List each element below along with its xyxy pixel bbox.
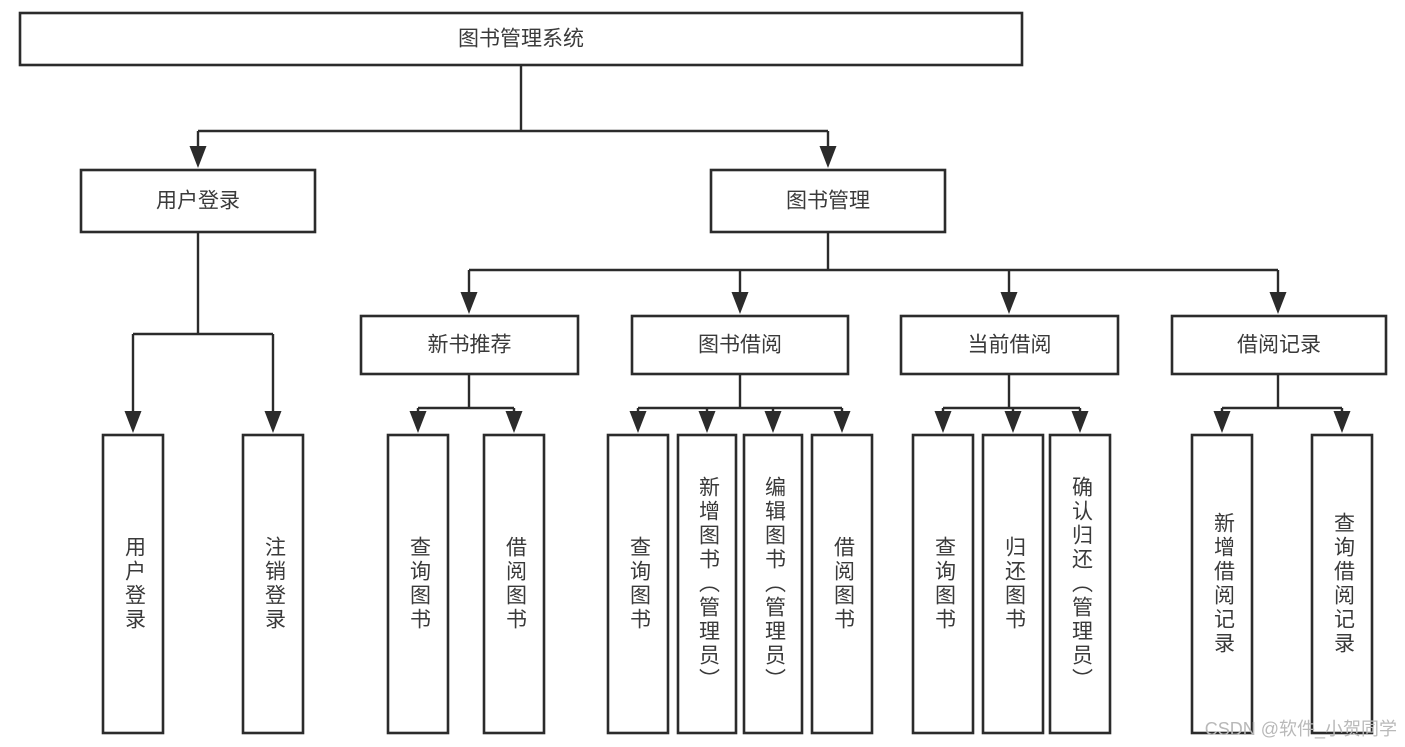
node-book-borrow[interactable]: 图书借阅 bbox=[630, 314, 850, 376]
arrow-head-icon bbox=[1333, 411, 1351, 433]
arrow-head-icon bbox=[264, 411, 282, 433]
node-label-book-borrow: 图书借阅 bbox=[698, 334, 782, 357]
node-label-root: 图书管理系统 bbox=[458, 28, 584, 51]
node-box-book-management[interactable] bbox=[709, 168, 947, 234]
node-box-new-book-recommend[interactable] bbox=[359, 314, 580, 376]
node-borrow-record[interactable]: 借阅记录 bbox=[1170, 314, 1388, 376]
arrow-head-icon bbox=[764, 411, 782, 433]
node-label-new-book-recommend: 新书推荐 bbox=[428, 334, 512, 357]
arrow-head-icon bbox=[1004, 411, 1022, 433]
arrow-head-icon bbox=[833, 411, 851, 433]
node-label-borrow-record: 借阅记录 bbox=[1237, 334, 1321, 357]
node-box-leaf-edit-book-admin[interactable] bbox=[742, 433, 804, 735]
arrow-head-icon bbox=[1213, 411, 1231, 433]
node-box-leaf-query-book-current[interactable] bbox=[911, 433, 975, 735]
node-box-leaf-return-book[interactable] bbox=[981, 433, 1045, 735]
node-label-current-borrow: 当前借阅 bbox=[968, 334, 1052, 357]
arrow-head-icon bbox=[698, 411, 716, 433]
node-box-leaf-user-login[interactable] bbox=[101, 433, 165, 735]
arrow-head-icon bbox=[189, 146, 207, 168]
arrow-head-icon bbox=[934, 411, 952, 433]
node-box-leaf-query-book-borrow[interactable] bbox=[606, 433, 670, 735]
connector-layer bbox=[124, 65, 1351, 433]
arrow-head-icon bbox=[409, 411, 427, 433]
arrow-head-icon bbox=[460, 292, 478, 314]
node-box-leaf-confirm-return-admin[interactable] bbox=[1048, 433, 1112, 735]
arrow-head-icon bbox=[505, 411, 523, 433]
node-box-leaf-query-book-recommend[interactable] bbox=[386, 433, 450, 735]
arrow-head-icon bbox=[1000, 292, 1018, 314]
node-box-book-borrow[interactable] bbox=[630, 314, 850, 376]
node-root[interactable]: 图书管理系统 bbox=[18, 11, 1024, 67]
arrow-head-icon bbox=[124, 411, 142, 433]
node-label-user-login: 用户登录 bbox=[156, 190, 240, 213]
node-box-leaf-query-borrow-record[interactable] bbox=[1310, 433, 1374, 735]
node-box-borrow-record[interactable] bbox=[1170, 314, 1388, 376]
node-current-borrow[interactable]: 当前借阅 bbox=[899, 314, 1120, 376]
node-user-login[interactable]: 用户登录 bbox=[79, 168, 317, 234]
node-box-leaf-add-book-admin[interactable] bbox=[676, 433, 738, 735]
arrow-head-icon bbox=[819, 146, 837, 168]
node-label-book-management: 图书管理 bbox=[786, 190, 870, 213]
node-box-leaf-logout-login[interactable] bbox=[241, 433, 305, 735]
node-new-book-recommend[interactable]: 新书推荐 bbox=[359, 314, 580, 376]
node-box-current-borrow[interactable] bbox=[899, 314, 1120, 376]
arrow-head-icon bbox=[629, 411, 647, 433]
arrow-head-icon bbox=[731, 292, 749, 314]
arrow-head-icon bbox=[1269, 292, 1287, 314]
node-book-management[interactable]: 图书管理 bbox=[709, 168, 947, 234]
node-box-root[interactable] bbox=[18, 11, 1024, 67]
node-box-leaf-borrow-book[interactable] bbox=[810, 433, 874, 735]
node-box-leaf-add-borrow-record[interactable] bbox=[1190, 433, 1254, 735]
node-box-user-login[interactable] bbox=[79, 168, 317, 234]
node-box-leaf-borrow-book-recommend[interactable] bbox=[482, 433, 546, 735]
arrow-head-icon bbox=[1071, 411, 1089, 433]
watermark: CSDN @软件_小贺同学 bbox=[1204, 719, 1397, 739]
